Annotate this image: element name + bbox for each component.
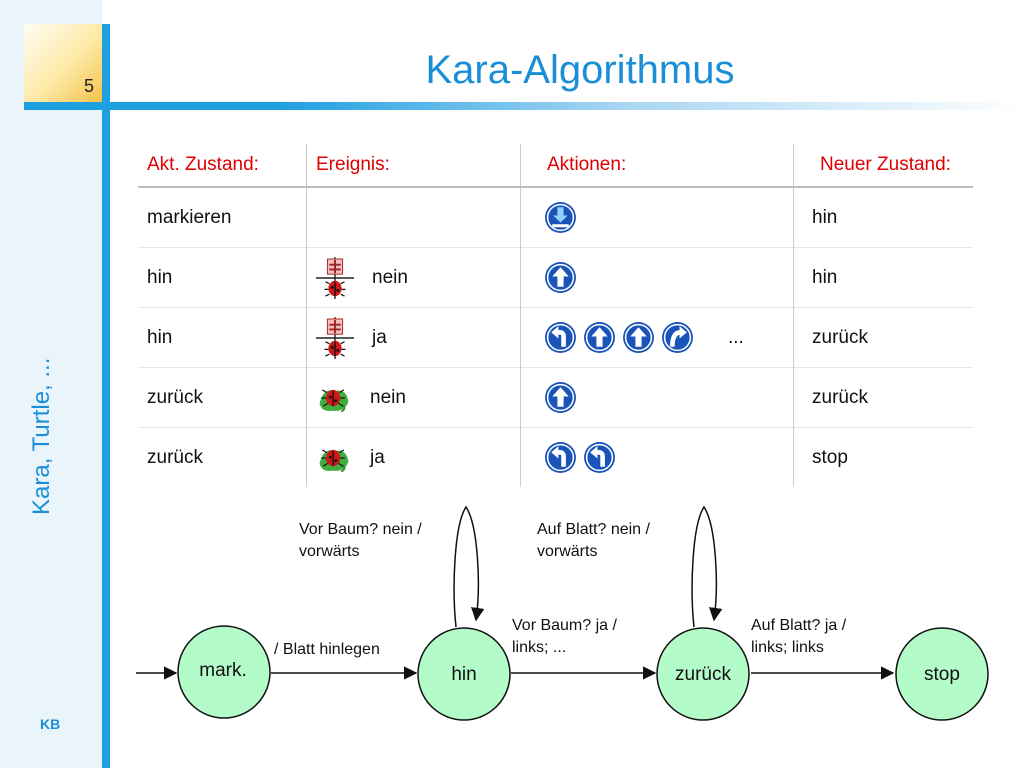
edge-zurueck-self-loop — [691, 505, 723, 628]
cell-next-state: hin — [793, 247, 973, 308]
node-zurueck — [656, 627, 750, 721]
label-line: links; ... — [512, 639, 567, 656]
cell-current-state: hin — [138, 307, 307, 368]
cell-actions: ... — [520, 307, 794, 368]
table-row: hin nein hin — [138, 247, 973, 308]
table-row: hin ja... zurück — [138, 307, 973, 368]
event-value: nein — [372, 266, 408, 288]
cell-event: nein — [306, 247, 521, 308]
header-current-state: Akt. Zustand: — [138, 144, 307, 188]
cell-current-state: markieren — [138, 186, 307, 248]
label-line: vorwärts — [537, 543, 598, 560]
label-zurueck-to-stop: Auf Blatt? ja / links; links — [751, 615, 846, 659]
label-line: links; links — [751, 639, 824, 656]
node-mark — [177, 625, 271, 719]
table-row: zurück ja stop — [138, 427, 973, 487]
label-line: Vor Baum? nein / — [299, 521, 422, 538]
cell-next-state: zurück — [793, 307, 973, 368]
label-line: Vor Baum? ja / — [512, 617, 617, 634]
header-actions: Aktionen: — [520, 144, 794, 188]
cell-next-state: stop — [793, 427, 973, 487]
sidebar — [0, 0, 102, 768]
label-line: vorwärts — [299, 543, 360, 560]
event-value: ja — [372, 326, 387, 348]
cell-next-state: hin — [793, 186, 973, 248]
title-underline — [24, 102, 1024, 110]
label-line: / Blatt hinlegen — [274, 641, 380, 658]
footer-initials: KB — [40, 716, 61, 732]
cell-current-state: zurück — [138, 367, 307, 428]
event-value: nein — [370, 386, 406, 408]
node-zurueck-label: zurück — [675, 664, 731, 685]
node-hin-label: hin — [451, 664, 476, 685]
header-event: Ereignis: — [306, 144, 521, 188]
page-number-box: 5 — [24, 24, 102, 102]
cell-event: nein — [306, 367, 521, 428]
edge-hin-self-loop — [453, 505, 485, 628]
label-line: Auf Blatt? nein / — [537, 521, 650, 538]
cell-actions — [520, 247, 794, 308]
kara-algorithm-table: Akt. Zustand: Ereignis: Aktionen: Neuer … — [138, 144, 973, 487]
node-mark-label: mark. — [199, 660, 247, 681]
header-next-state: Neuer Zustand: — [793, 144, 973, 188]
event-value: ja — [370, 446, 385, 468]
cell-actions — [520, 186, 794, 248]
cell-event: ja — [306, 427, 521, 487]
cell-event — [306, 186, 521, 248]
cell-next-state: zurück — [793, 367, 973, 428]
cell-actions — [520, 367, 794, 428]
node-stop-label: stop — [924, 664, 960, 685]
sidebar-accent-line — [102, 24, 110, 768]
label-mark-to-hin: / Blatt hinlegen — [274, 639, 380, 661]
label-hin-self-loop: Vor Baum? nein / vorwärts — [299, 519, 422, 563]
table-row: zurück nein zurück — [138, 367, 973, 428]
slide-title: Kara-Algorithmus — [425, 48, 735, 92]
table-row: markieren hin — [138, 186, 973, 248]
actions-continuation: ... — [728, 326, 744, 348]
node-hin — [417, 627, 511, 721]
cell-current-state: hin — [138, 247, 307, 308]
cell-current-state: zurück — [138, 427, 307, 487]
label-zurueck-self-loop: Auf Blatt? nein / vorwärts — [537, 519, 650, 563]
table-header-row: Akt. Zustand: Ereignis: Aktionen: Neuer … — [138, 144, 973, 188]
cell-event: ja — [306, 307, 521, 368]
node-stop — [895, 627, 989, 721]
cell-actions — [520, 427, 794, 487]
page-number: 5 — [83, 76, 94, 96]
label-line: Auf Blatt? ja / — [751, 617, 847, 634]
label-hin-to-zurueck: Vor Baum? ja / links; ... — [512, 615, 617, 659]
